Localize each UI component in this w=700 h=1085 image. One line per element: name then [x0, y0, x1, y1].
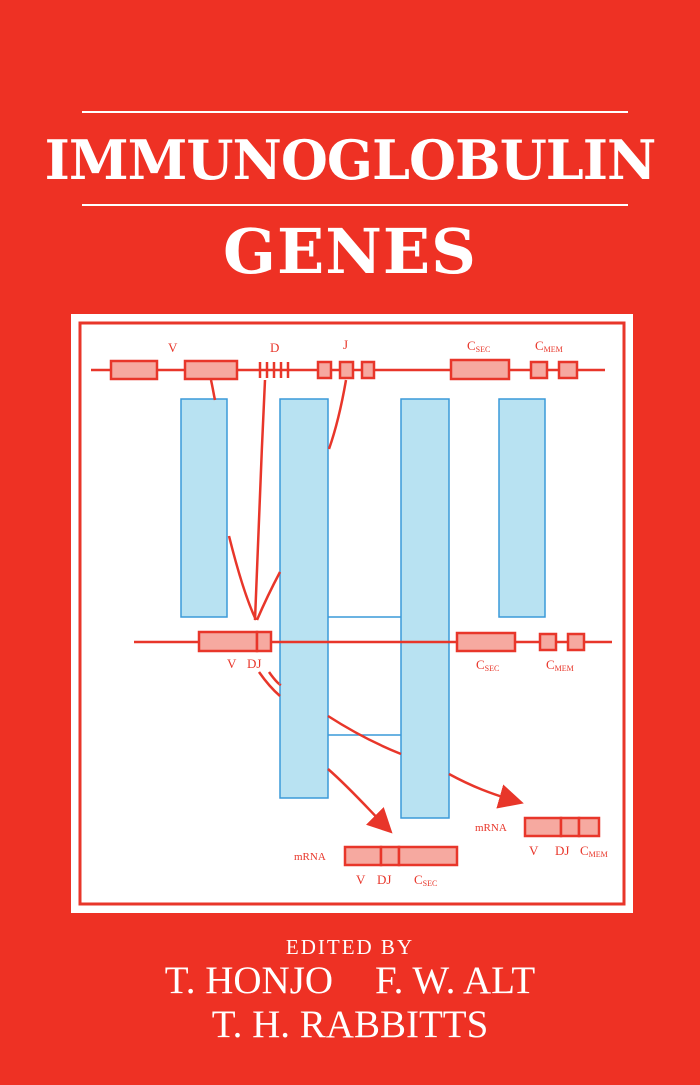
rearrangement-diagram: V D J CSEC CMEM V DJ CSEC CMEM	[78, 321, 626, 906]
v-segment-mid	[197, 630, 259, 653]
editors-row-1: T. HONJO F. W. ALT	[0, 958, 700, 1003]
j-segment-2	[338, 360, 355, 380]
v-segment-2	[183, 359, 239, 381]
title-line-1: IMMUNOGLOBULIN	[44, 128, 657, 192]
mrna-right-label: mRNA	[475, 822, 507, 834]
mrna-right-v-label: V	[529, 843, 539, 858]
c-sec-segment	[449, 358, 511, 381]
inner-frame	[78, 321, 626, 906]
splice-curve-2	[267, 671, 282, 686]
mrna-left-label: mRNA	[294, 851, 326, 863]
mrna-left-c	[397, 845, 459, 867]
j-curve-top	[327, 379, 348, 450]
d-curve	[253, 379, 267, 621]
editor-3: T. H. RABBITTS	[211, 1003, 489, 1046]
column-2	[279, 398, 329, 799]
mrna-right-c-label: CMEM	[580, 843, 608, 859]
mrna-right-dj-label: DJ	[555, 843, 569, 858]
top-rule	[82, 111, 628, 113]
c-mem-segment-1	[529, 360, 549, 380]
editor-2: F. W. ALT	[375, 959, 536, 1002]
mrna-right-dj	[559, 816, 581, 838]
label-cmem-mid: CMEM	[546, 657, 574, 673]
label-v-top: V	[168, 340, 178, 355]
label-cmem-top: CMEM	[535, 338, 563, 354]
edited-by-label: EDITED BY	[285, 935, 415, 959]
v-curve-top	[209, 379, 217, 401]
label-j-top: J	[343, 337, 348, 352]
dj-segment-mid	[255, 630, 273, 653]
title-line-2: GENES	[223, 215, 477, 288]
c-mem-segment-mid-2	[566, 632, 586, 652]
j-segment-3	[360, 360, 376, 380]
v-segment-1	[109, 359, 159, 381]
label-d-top: D	[270, 340, 279, 355]
column-4	[498, 398, 546, 618]
mrna-left-v	[343, 845, 383, 867]
splice-curve-1	[257, 671, 281, 697]
column-1	[180, 398, 228, 618]
mrna-left-v-label: V	[356, 872, 366, 887]
mid-rule	[82, 204, 628, 206]
c-mem-segment-mid-1	[538, 632, 558, 652]
label-dj-mid: DJ	[247, 656, 261, 671]
label-csec-mid: CSEC	[476, 657, 499, 673]
column-3	[400, 398, 450, 819]
c-sec-segment-mid	[455, 631, 517, 653]
splice-arrow-right	[448, 772, 524, 809]
diagram-panel: V D J CSEC CMEM V DJ CSEC CMEM	[71, 314, 633, 913]
v-curve	[227, 535, 258, 621]
mrna-left-dj-label: DJ	[377, 872, 391, 887]
mrna-left-c-label: CSEC	[414, 872, 437, 888]
label-csec-top: CSEC	[467, 338, 490, 354]
mrna-right-v	[523, 816, 563, 838]
editor-1: T. HONJO	[164, 959, 334, 1002]
j-curve	[255, 571, 282, 621]
label-v-mid: V	[227, 656, 237, 671]
mrna-left-dj	[379, 845, 401, 867]
c-mem-segment-2	[557, 360, 579, 380]
splice-arrow-left	[327, 768, 393, 834]
mrna-right-c	[577, 816, 601, 838]
j-segment-1	[316, 360, 333, 380]
splice-curve-3	[327, 714, 402, 756]
